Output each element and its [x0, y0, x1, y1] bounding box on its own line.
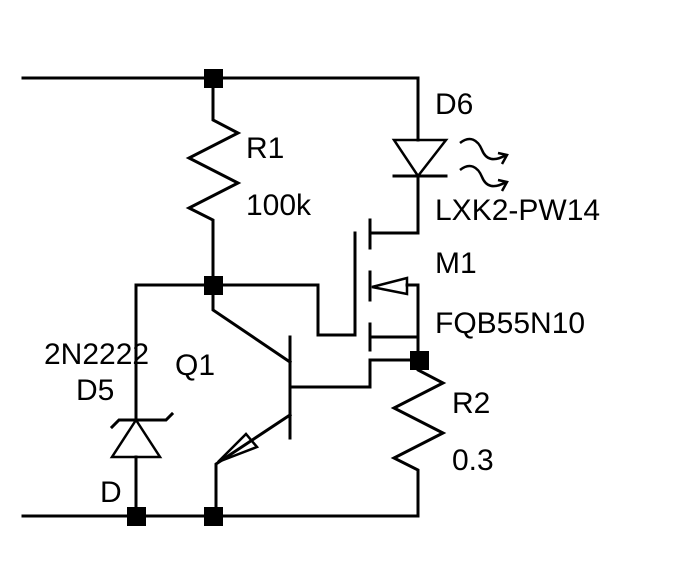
- d6-value-label: LXK2-PW14: [435, 194, 600, 227]
- r1-ref-label: R1: [246, 132, 284, 165]
- r2-value-label: 0.3: [452, 444, 494, 477]
- mosfet-m1[interactable]: [353, 218, 420, 362]
- q1-value-label: 2N2222: [44, 338, 149, 371]
- d5-ref-label: D5: [76, 374, 114, 407]
- junction-dot: [410, 351, 429, 370]
- resistor-r1[interactable]: [185, 76, 242, 287]
- led-d6[interactable]: [368, 137, 509, 235]
- bottom-rail-wire: [21, 493, 420, 518]
- r1-value-label: 100k: [246, 189, 312, 222]
- gate-wire: [134, 283, 357, 337]
- transistor-q1[interactable]: [211, 283, 420, 518]
- junction-dot: [204, 276, 223, 295]
- zener-d5[interactable]: [109, 283, 175, 518]
- top-rail-wire: [21, 76, 420, 142]
- m1-value-label: FQB55N10: [435, 307, 585, 340]
- light-emission-icon: [459, 137, 507, 161]
- junction-dot: [204, 507, 223, 526]
- emitter-arrow-icon: [217, 432, 260, 464]
- r2-ref-label: R2: [452, 387, 490, 420]
- resistor-r2[interactable]: [390, 358, 447, 497]
- q1-ref-label: Q1: [175, 349, 215, 382]
- junction-dot: [127, 507, 146, 526]
- junction-dot: [204, 69, 223, 88]
- d6-ref-label: D6: [435, 88, 473, 121]
- d5-value-label: D: [100, 476, 122, 509]
- m1-ref-label: M1: [435, 247, 477, 280]
